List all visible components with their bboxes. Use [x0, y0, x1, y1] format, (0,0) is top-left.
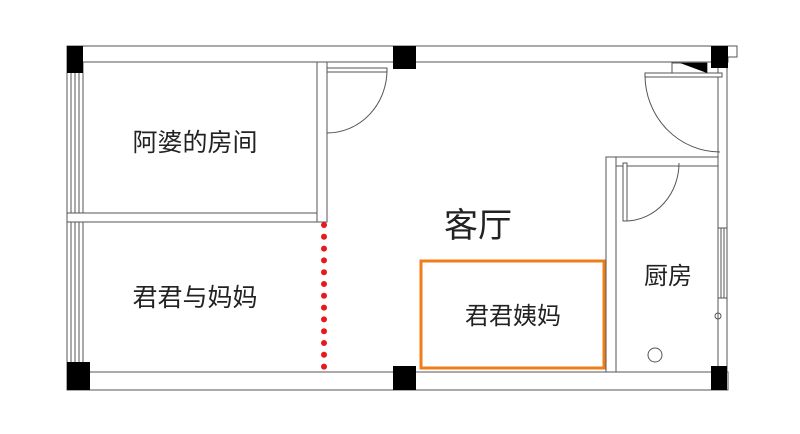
partition-dot: [321, 281, 327, 287]
room-label-living: 客厅: [444, 206, 512, 246]
partition-dotted-line: [321, 222, 327, 370]
partition-dot: [321, 340, 327, 346]
drain-marker: [647, 347, 663, 363]
bedroom-divider-wall: [66, 212, 328, 223]
grandma-room-side-wall: [316, 61, 328, 223]
pillar: [67, 46, 83, 73]
partition-dot: [321, 245, 327, 252]
pillar: [711, 46, 728, 68]
room-label-aunt: 君君姨妈: [465, 302, 561, 330]
partition-dot: [321, 292, 327, 299]
room-label-grandma: 阿婆的房间: [132, 128, 257, 157]
partition-dot: [321, 351, 327, 358]
aunt-area-highlight: [419, 259, 606, 370]
pillars: [67, 46, 728, 390]
kitchen-door-leaf: [622, 162, 628, 222]
partition-dot: [321, 304, 327, 311]
entry-marker: [680, 63, 707, 73]
kitchen-window: [717, 227, 728, 299]
kitchen-door-swing: [626, 162, 680, 222]
partition-dot: [321, 222, 327, 228]
pillar: [393, 46, 416, 69]
room-label-junjun-mom: 君君与妈妈: [132, 283, 257, 312]
grandma-door-leaf: [326, 67, 388, 73]
partition-dot: [321, 363, 327, 370]
pillar: [711, 366, 727, 390]
pillar: [67, 362, 90, 390]
partition-dot: [321, 316, 327, 323]
walls: [66, 45, 738, 391]
right-wall: [717, 61, 728, 373]
partition-dot: [321, 269, 327, 276]
partition-dot: [321, 328, 327, 335]
kitchen-left-wall: [605, 156, 617, 373]
room-label-kitchen: 厨房: [644, 262, 692, 290]
pipe-marker: [714, 312, 722, 320]
partition-dot: [321, 233, 327, 240]
grandma-door-swing: [326, 69, 388, 134]
partition-dot: [321, 257, 327, 264]
pillar: [393, 366, 416, 390]
entry-door-swing: [644, 74, 721, 153]
entry-door-leaf: [644, 72, 723, 78]
doors: [326, 62, 723, 222]
